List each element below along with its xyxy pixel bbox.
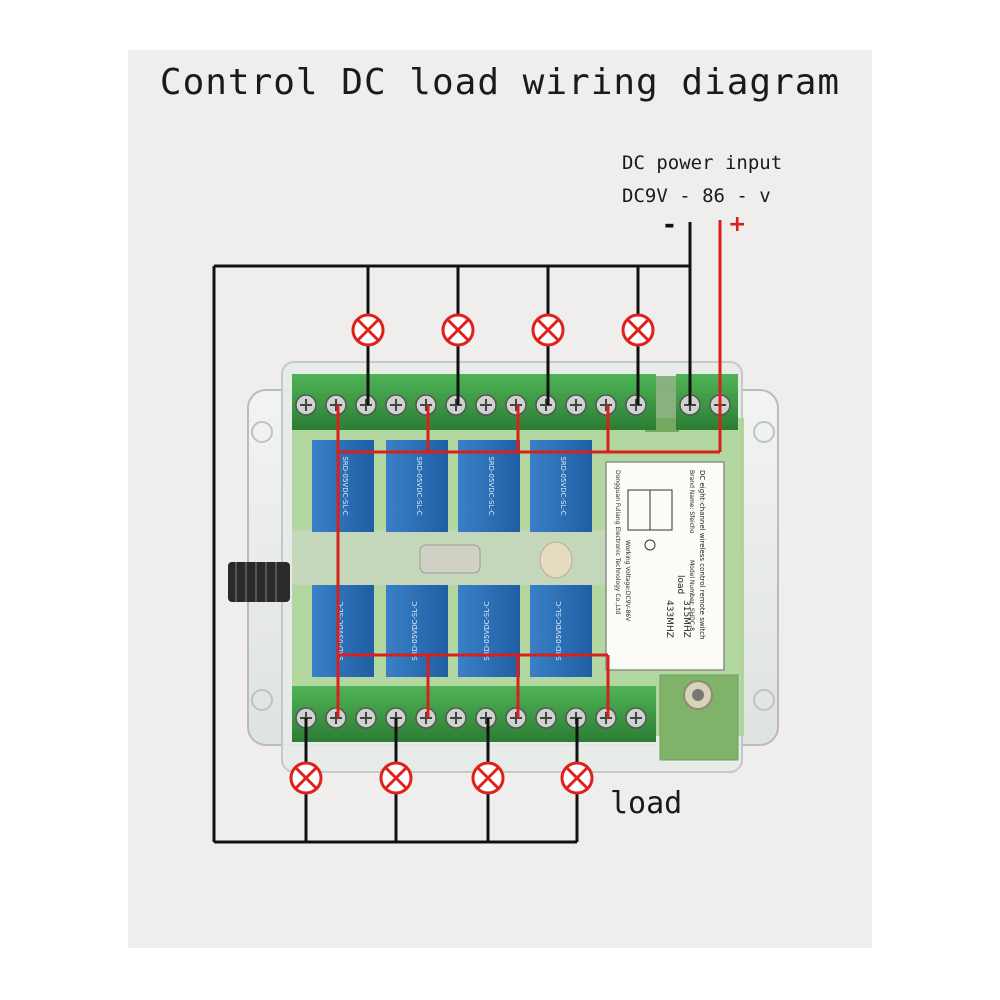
- load-lamp-bottom-4: [560, 761, 594, 795]
- info-card-line-8: Dongguan Fuliang Electronic Technology C…: [614, 470, 621, 615]
- info-card-line-2: Brand Name: Sfeicho: [688, 470, 695, 534]
- diagram-title: Control DC load wiring diagram: [159, 62, 841, 103]
- relay-2: SRD-05VDC-SL-C: [386, 440, 448, 532]
- terminal-screw-bottom-5: [415, 707, 437, 729]
- relay-7: SRD-05VDC-SL-C: [458, 585, 520, 677]
- terminal-strip-top: [292, 374, 738, 430]
- terminal-screw-bottom-7: [475, 707, 497, 729]
- terminal-screw-top-9: [535, 394, 557, 416]
- relay-4-label: SRD-05VDC-SL-C: [559, 456, 567, 515]
- load-lamp-bottom-3: [471, 761, 505, 795]
- relay-8: SRD-05VDC-SL-C: [530, 585, 592, 677]
- info-card-line-6: 433MHZ: [664, 600, 674, 638]
- load-lamp-top-2: [441, 313, 475, 347]
- info-card-line-3: Model Number: SHDC-8: [688, 560, 695, 631]
- relay-5-label: SRD-05VDC-SL-C: [337, 601, 345, 660]
- relay-5: SRD-05VDC-SL-C: [312, 585, 374, 677]
- terminal-screw-top-6: [445, 394, 467, 416]
- load-label: load: [610, 786, 683, 821]
- load-lamp-top-3: [531, 313, 565, 347]
- info-card: DC eight-channel wireless control remote…: [605, 461, 725, 671]
- positive-bus-wiring: [336, 220, 722, 718]
- info-card-line-7: Working Voltage:DC9V-86V: [624, 540, 631, 622]
- negative-terminal-sign: -: [664, 210, 675, 240]
- terminal-screw-top-5: [415, 394, 437, 416]
- bottom-right-pcb: [659, 674, 739, 761]
- relay-3: SRD-05VDC-SL-C: [458, 440, 520, 532]
- terminal-screw-top-1: [295, 394, 317, 416]
- load-lamp-bottom-1: [289, 761, 323, 795]
- terminal-screw-top-3: [355, 394, 377, 416]
- antenna: [228, 562, 290, 602]
- terminal-screw-bottom-6: [445, 707, 467, 729]
- terminal-screw-bottom-8: [505, 707, 527, 729]
- terminal-screw-bottom-3: [355, 707, 377, 729]
- positive-terminal-sign: +: [728, 212, 747, 237]
- terminal-screw-top-7: [475, 394, 497, 416]
- load-lamp-bottom-2: [379, 761, 413, 795]
- terminal-screw-top-2: [325, 394, 347, 416]
- load-lamps-top: [351, 313, 655, 347]
- terminal-screw-bottom-2: [325, 707, 347, 729]
- relay-6: SRD-05VDC-SL-C: [386, 585, 448, 677]
- relay-1: SRD-05VDC-SL-C: [312, 440, 374, 532]
- relay-6-label: SRD-05VDC-SL-C: [411, 601, 419, 660]
- terminal-screw-top-10: [565, 394, 587, 416]
- terminal-screw-bottom-9: [535, 707, 557, 729]
- relay-1-label: SRD-05VDC-SL-C: [341, 456, 349, 515]
- terminal-screw-top-11: [595, 394, 617, 416]
- relay-2-label: SRD-05VDC-SL-C: [415, 456, 423, 515]
- load-lamp-top-1: [351, 313, 385, 347]
- terminal-screw-bottom-12: [625, 707, 647, 729]
- info-card-line-1: DC eight-channel wireless control remote…: [698, 470, 706, 640]
- terminal-strip-bottom: [292, 686, 656, 742]
- terminal-screw-top-8: [505, 394, 527, 416]
- load-lamps-bottom: [289, 761, 594, 795]
- load-lamp-top-4: [621, 313, 655, 347]
- info-card-line-4: load: [675, 575, 685, 594]
- relay-3-label: SRD-05VDC-SL-C: [487, 456, 495, 515]
- power-input-label: DC power input: [622, 152, 783, 174]
- terminal-screw-bottom-11: [595, 707, 617, 729]
- info-card-line-5: 315MHZ: [681, 600, 691, 638]
- relay-7-label: SRD-05VDC-SL-C: [483, 601, 491, 660]
- relay-4: SRD-05VDC-SL-C: [530, 440, 592, 532]
- power-voltage-label: DC9V - 86 - v: [622, 185, 771, 207]
- terminal-screw-top-4: [385, 394, 407, 416]
- relay-row-top: SRD-05VDC-SL-C SRD-05VDC-SL-C SRD-05VDC-…: [312, 440, 592, 532]
- terminal-screw-top-12: [625, 394, 647, 416]
- relay-8-label: SRD-05VDC-SL-C: [555, 601, 563, 660]
- relay-row-bottom: SRD-05VDC-SL-C SRD-05VDC-SL-C SRD-05VDC-…: [312, 585, 592, 677]
